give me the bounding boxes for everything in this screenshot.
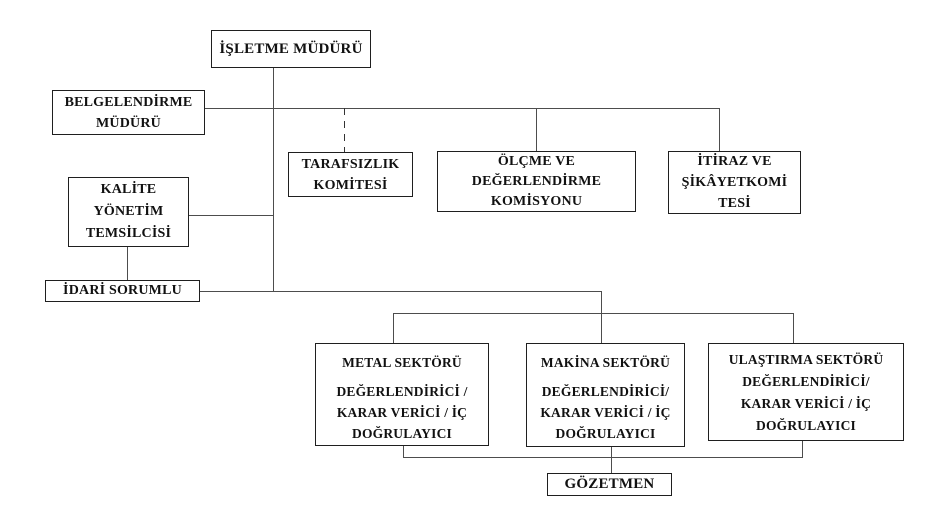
node-gozetmen-label: GÖZETMEN [564,476,655,492]
connector-makina-top-drop [601,291,602,343]
connector-olcme-drop [536,108,537,151]
node-ulastirma-sektoru: ULAŞTIRMA SEKTÖRÜ DEĞERLENDİRİCİ/ KARAR … [708,343,904,441]
connector-ulastirma-bottom-stub [802,441,803,457]
node-belgelendirme-muduru: BELGELENDİRME MÜDÜRÜ [52,90,205,135]
connector-idari-horizontal [200,291,602,292]
node-tarafsizlik-komitesi-label: TARAFSIZLIK KOMİTESİ [301,156,400,193]
node-kalite-yonetim-temsilcisi: KALİTE YÖNETİM TEMSİLCİSİ [68,177,189,247]
node-idari-sorumlu-label: İDARİ SORUMLU [63,283,182,298]
node-metal-sektoru-subtitle: DEĞERLENDİRİCİ / KARAR VERİCİ / İÇ DOĞRU… [336,384,468,441]
connector-bottom-horizontal [403,457,803,458]
connector-tarafsizlik-dashed [344,108,345,152]
connector-top-horizontal [205,108,719,109]
connector-kalite-idari [127,247,128,280]
connector-makina-gozetmen [611,447,612,473]
connector-isletme-vertical [273,68,274,291]
node-isletme-muduru: İŞLETME MÜDÜRÜ [211,30,371,68]
node-makina-sektoru: MAKİNA SEKTÖRÜ DEĞERLENDİRİCİ/ KARAR VER… [526,343,685,447]
node-olcme-degerlendirme-komisyonu: ÖLÇME VE DEĞERLENDİRME KOMİSYONU [437,151,636,212]
node-ulastirma-sektoru-title: ULAŞTIRMA SEKTÖRÜ [728,352,884,367]
node-tarafsizlik-komitesi: TARAFSIZLIK KOMİTESİ [288,152,413,197]
node-belgelendirme-muduru-label: BELGELENDİRME MÜDÜRÜ [64,94,193,131]
node-kalite-yonetim-temsilcisi-label: KALİTE YÖNETİM TEMSİLCİSİ [85,182,172,241]
node-isletme-muduru-label: İŞLETME MÜDÜRÜ [219,40,363,57]
connector-sectors-horizontal [393,313,794,314]
node-gozetmen: GÖZETMEN [547,473,672,496]
connector-ulastirma-top-drop [793,313,794,343]
node-metal-sektoru-title: METAL SEKTÖRÜ [342,355,462,370]
connector-metal-top-drop [393,313,394,343]
connector-kalite-horizontal [189,215,274,216]
node-itiraz-sikayet-komitesi-label: İTİRAZ VE ŞİKÂYETKOMİ TESİ [681,154,788,211]
node-idari-sorumlu: İDARİ SORUMLU [45,280,200,302]
node-metal-sektoru: METAL SEKTÖRÜ DEĞERLENDİRİCİ / KARAR VER… [315,343,489,446]
node-makina-sektoru-title: MAKİNA SEKTÖRÜ [540,355,671,370]
connector-metal-bottom-stub [403,446,404,457]
node-itiraz-sikayet-komitesi: İTİRAZ VE ŞİKÂYETKOMİ TESİ [668,151,801,214]
connector-itiraz-drop [719,108,720,151]
node-olcme-degerlendirme-komisyonu-label: ÖLÇME VE DEĞERLENDİRME KOMİSYONU [471,153,602,209]
node-makina-sektoru-subtitle: DEĞERLENDİRİCİ/ KARAR VERİCİ / İÇ DOĞRUL… [540,384,671,441]
node-ulastirma-sektoru-subtitle: DEĞERLENDİRİCİ/ KARAR VERİCİ / İÇ DOĞRUL… [740,374,872,433]
